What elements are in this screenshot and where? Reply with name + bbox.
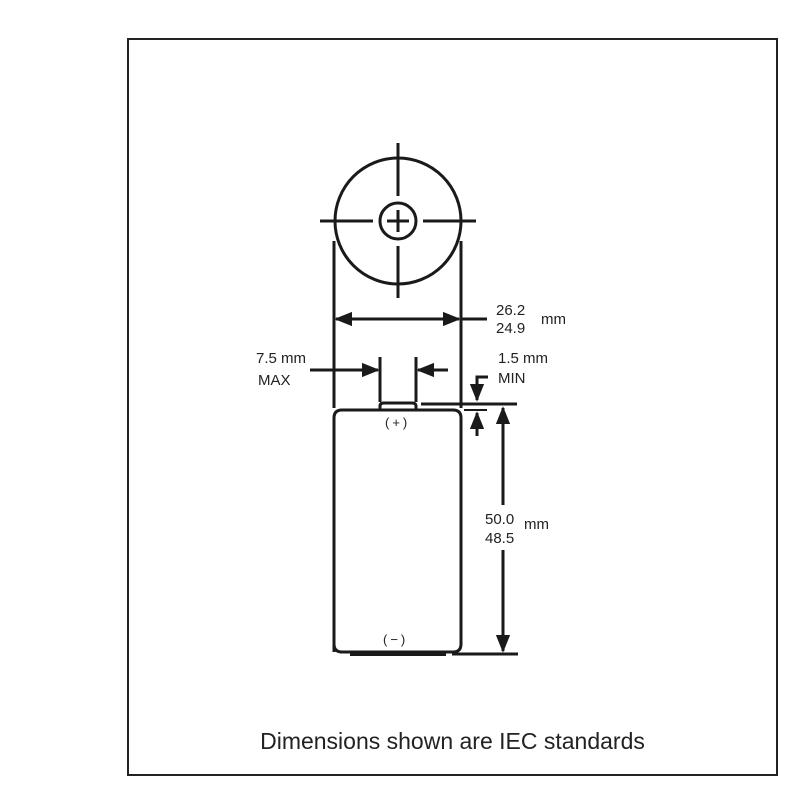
terminal-height-qualifier: MIN [498, 370, 526, 387]
height-unit: mm [524, 516, 549, 533]
diameter-max: 26.2 [496, 302, 526, 319]
terminal-width-value: 7.5 mm [256, 350, 307, 367]
terminal-width-qualifier: MAX [258, 372, 291, 389]
terminal-height-value: 1.5 mm [498, 350, 549, 367]
positive-terminal-circle [378, 201, 418, 241]
positive-terminal-cap [378, 401, 418, 410]
battery-body [332, 408, 463, 654]
positive-label: (+) [385, 415, 411, 430]
caption: Dimensions shown are IEC standards [260, 728, 645, 754]
height-max: 50.0 [485, 511, 515, 528]
diameter-unit: mm [541, 311, 566, 328]
top-view [320, 143, 476, 298]
diagram-frame [127, 38, 778, 776]
height-min: 48.5 [485, 530, 515, 547]
diameter-min: 24.9 [496, 320, 526, 337]
negative-label: (−) [383, 632, 409, 647]
